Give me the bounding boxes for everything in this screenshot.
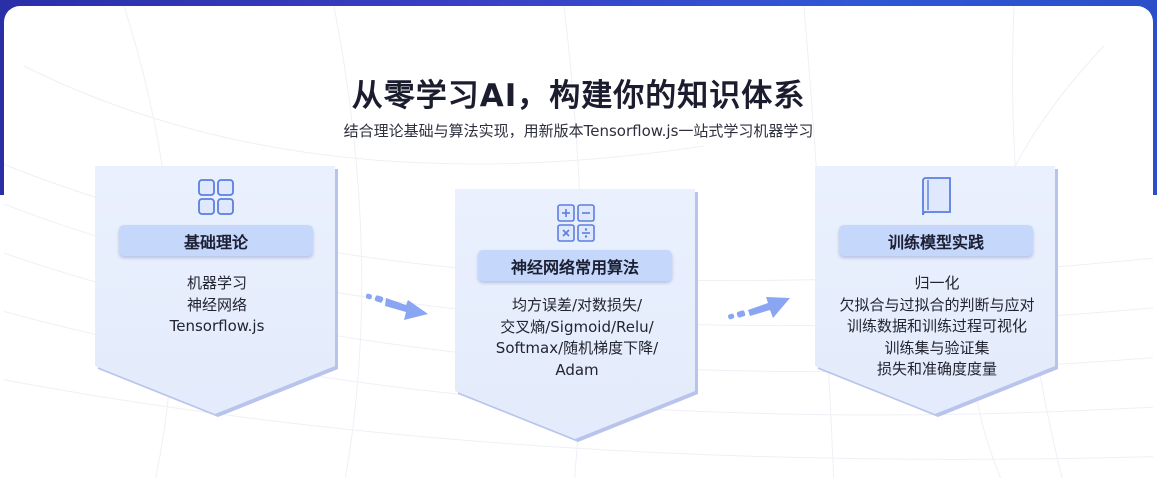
list-item: 机器学习: [186, 274, 247, 292]
page-subtitle: 结合理论基础与算法实现，用新版本Tensorflow.js一站式学习机器学习: [343, 122, 814, 140]
panel-label: 训练模型实践: [839, 225, 1033, 256]
panel-model-training: 训练模型实践 归一化 欠拟合与过拟合的判断与应对 训练数据和训练过程可视化 训练…: [815, 166, 1059, 418]
panel-items: 归一化 欠拟合与过拟合的判断与应对 训练数据和训练过程可视化 训练集与验证集 损…: [815, 273, 1059, 381]
book-icon: [922, 177, 951, 216]
list-item: 神经网络: [186, 295, 247, 314]
arrow-right-icon: [728, 297, 790, 320]
panel-items: 均方误差/对数损失/ 交叉熵/Sigmoid/Relu/ Softmax/随机梯…: [455, 295, 699, 381]
page-title: 从零学习AI，构建你的知识体系: [351, 78, 806, 114]
grid-icon: [198, 179, 234, 215]
list-item: 归一化: [914, 274, 960, 292]
panel-label: 神经网络常用算法: [478, 250, 672, 281]
list-item: 损失和准确度度量: [876, 360, 997, 378]
list-item: Softmax/随机梯度下降/: [495, 339, 659, 357]
panel-label: 基础理论: [119, 225, 313, 256]
list-item: Adam: [555, 360, 599, 379]
list-item: 交叉熵/Sigmoid/Relu/: [500, 317, 654, 336]
panel-nn-algorithms: 神经网络常用算法 均方误差/对数损失/ 交叉熵/Sigmoid/Relu/ So…: [455, 189, 699, 443]
list-item: 训练集与验证集: [884, 338, 990, 357]
list-item: 均方误差/对数损失/: [511, 296, 643, 314]
panel-items: 机器学习 神经网络 Tensorflow.js: [95, 273, 339, 338]
list-item: 训练数据和训练过程可视化: [846, 317, 1027, 335]
list-item: Tensorflow.js: [169, 317, 265, 335]
calculator-icon: [557, 204, 595, 242]
arrow-right-icon: [366, 293, 428, 320]
panel-basic-theory: 基础理论 机器学习 神经网络 Tensorflow.js: [95, 166, 339, 418]
list-item: 欠拟合与过拟合的判断与应对: [839, 295, 1035, 314]
